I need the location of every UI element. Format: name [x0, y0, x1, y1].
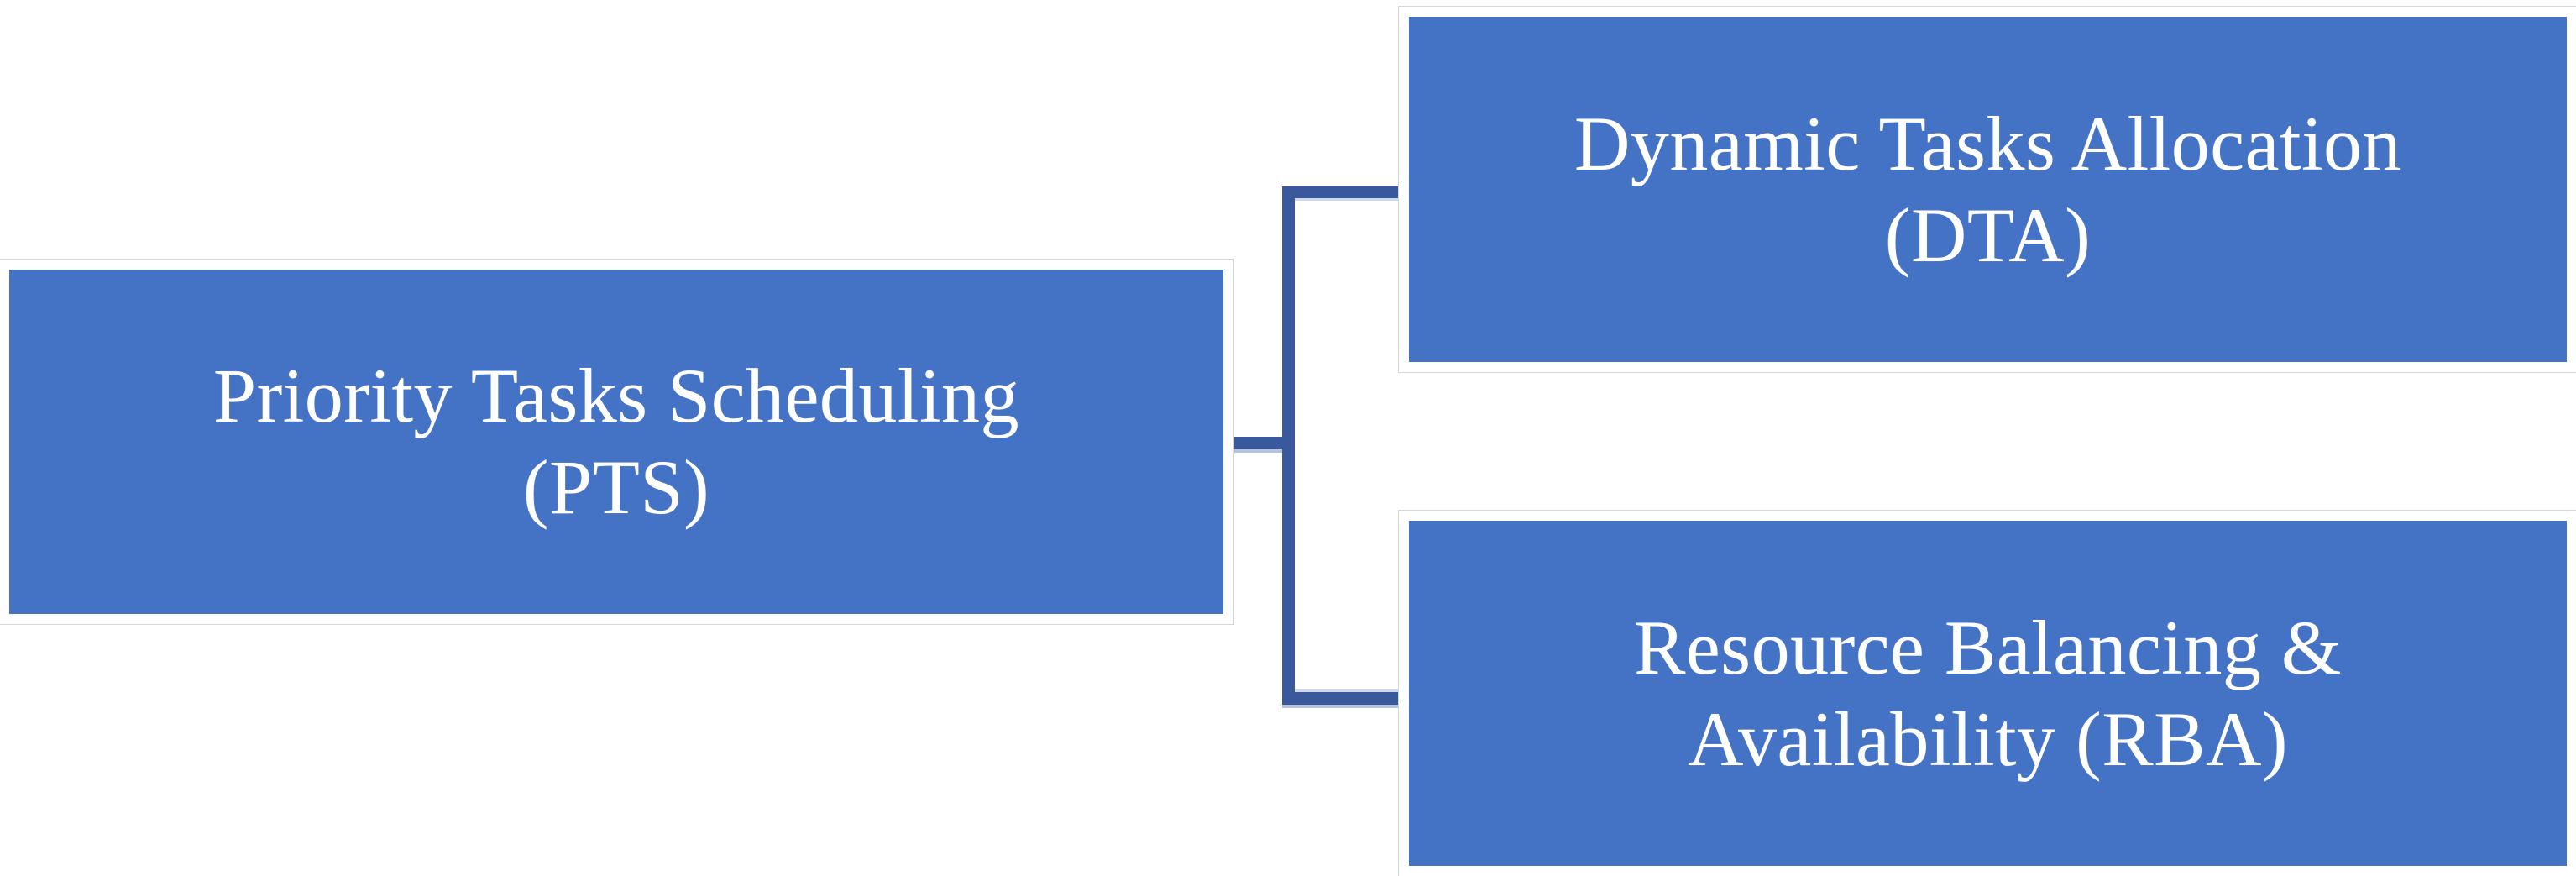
- node-rba-fill: Resource Balancing & Availability (RBA): [1409, 521, 2567, 866]
- node-dta-label: Dynamic Tasks Allocation (DTA): [1573, 100, 2402, 278]
- node-pts-fill: Priority Tasks Scheduling (PTS): [9, 270, 1223, 614]
- connector-branch-dta-shadow: [1295, 198, 1405, 201]
- node-priority-tasks-scheduling[interactable]: Priority Tasks Scheduling (PTS): [0, 259, 1234, 625]
- connector-branch-rba: [1282, 692, 1405, 705]
- connector-vertical-spine: [1282, 186, 1295, 705]
- connector-branch-rba-shadow: [1282, 705, 1405, 708]
- node-dynamic-tasks-allocation[interactable]: Dynamic Tasks Allocation (DTA): [1398, 6, 2576, 373]
- node-rba-label: Resource Balancing & Availability (RBA): [1634, 604, 2342, 782]
- node-dta-fill: Dynamic Tasks Allocation (DTA): [1409, 17, 2567, 362]
- connector-branch-dta: [1282, 186, 1405, 198]
- connector-branch-rba-inner-shadow: [1295, 689, 1405, 692]
- node-resource-balancing-availability[interactable]: Resource Balancing & Availability (RBA): [1398, 510, 2576, 876]
- node-pts-label: Priority Tasks Scheduling (PTS): [212, 353, 1020, 530]
